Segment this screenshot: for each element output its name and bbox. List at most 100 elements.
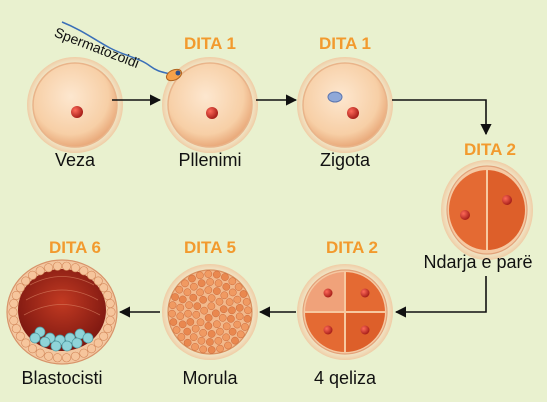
- morula-blastomere: [198, 337, 205, 344]
- stage-label-pllenimi: Pllenimi: [178, 150, 241, 171]
- trophoblast-cell: [87, 345, 95, 353]
- day-label-pllenimi: DITA 1: [184, 34, 236, 54]
- morula-blastomere: [187, 318, 194, 325]
- morula-blastomere: [226, 298, 233, 305]
- morula-blastomere: [208, 294, 215, 301]
- morula-blastomere: [229, 278, 236, 285]
- stage-label-4qeliza: 4 qeliza: [314, 368, 376, 389]
- trophoblast-cell: [94, 277, 102, 285]
- inner-cell-mass-cell: [51, 341, 61, 351]
- morula-blastomere: [208, 330, 215, 337]
- morula-blastomere: [168, 310, 175, 317]
- morula-blastomere: [181, 280, 188, 287]
- trophoblast-cell: [36, 267, 44, 275]
- morula-blastomere: [179, 296, 186, 303]
- inner-cell-mass-cell: [83, 333, 93, 343]
- trophoblast-cell: [10, 316, 18, 324]
- stage-label-morula: Morula: [182, 368, 237, 389]
- morula-blastomere: [241, 323, 248, 330]
- morula-blastomere: [205, 314, 212, 321]
- morula-blastomere: [213, 287, 220, 294]
- trophoblast-cell: [80, 349, 88, 357]
- morula-blastomere: [216, 345, 223, 352]
- day-label-zigota: DITA 1: [319, 34, 371, 54]
- morula-blastomere: [237, 331, 244, 338]
- trophoblast-cell: [44, 264, 52, 272]
- morula-blastomere: [190, 294, 197, 301]
- morula-blastomere: [185, 302, 192, 309]
- morula-blastomere: [216, 298, 223, 305]
- morula-blastomere: [196, 289, 203, 296]
- two-cell-embryo: [441, 160, 533, 260]
- arrow-zigota-ndarja: [392, 100, 486, 134]
- trophoblast-cell: [106, 299, 114, 307]
- morula-blastomere: [197, 319, 204, 326]
- trophoblast-cell: [99, 284, 107, 292]
- inner-cell-mass-cell: [72, 338, 82, 348]
- morula-blastomere: [208, 303, 215, 310]
- stage-label-veza: Veza: [55, 150, 95, 171]
- morula-blastomere: [244, 315, 251, 322]
- morula-blastomere: [184, 289, 191, 296]
- trophoblast-cell: [62, 262, 70, 270]
- nucleus: [71, 106, 83, 118]
- trophoblast-cell: [10, 299, 18, 307]
- morula-blastomere: [170, 318, 177, 325]
- morula-blastomere: [220, 306, 227, 313]
- blastocyst-cell: [7, 260, 117, 364]
- trophoblast-cell: [103, 324, 111, 332]
- morula-blastomere: [200, 346, 207, 353]
- morula-blastomere: [243, 298, 250, 305]
- morula-blastomere: [212, 310, 219, 317]
- stage-label-zigota: Zigota: [320, 150, 370, 171]
- stage-label-blastocisti: Blastocisti: [21, 368, 102, 389]
- morula-blastomere: [201, 307, 208, 314]
- morula-cell: [162, 264, 258, 360]
- zygote-cell: [297, 57, 393, 153]
- morula-blastomere: [231, 337, 238, 344]
- morula-blastomere: [205, 270, 212, 277]
- trophoblast-cell: [44, 352, 52, 360]
- day-label-4qeliza: DITA 2: [326, 238, 378, 258]
- trophoblast-cell: [22, 339, 30, 347]
- morula-blastomere: [173, 326, 180, 333]
- trophoblast-cell: [80, 267, 88, 275]
- morula-blastomere: [191, 343, 198, 350]
- morula-blastomere: [198, 280, 205, 287]
- morula-blastomere: [229, 328, 236, 335]
- inner-cell-mass-cell: [40, 337, 50, 347]
- morula-blastomere: [216, 328, 223, 335]
- day-label-blastocisti: DITA 6: [49, 238, 101, 258]
- morula-blastomere: [235, 283, 242, 290]
- morula-blastomere: [236, 313, 243, 320]
- morula-blastomere: [184, 310, 191, 317]
- morula-blastomere: [236, 304, 243, 311]
- morula-blastomere: [178, 333, 185, 340]
- trophoblast-cell: [16, 332, 24, 340]
- morula-blastomere: [177, 313, 184, 320]
- trophoblast-cell: [71, 352, 79, 360]
- morula-blastomere: [184, 339, 191, 346]
- morula-blastomere: [240, 290, 247, 297]
- day-label-morula: DITA 5: [184, 238, 236, 258]
- trophoblast-cell: [16, 284, 24, 292]
- trophoblast-cell: [12, 291, 20, 299]
- trophoblast-cell: [12, 324, 20, 332]
- morula-blastomere: [224, 342, 231, 349]
- morula-blastomere: [213, 271, 220, 278]
- morula-blastomere: [188, 275, 195, 282]
- trophoblast-cell: [28, 345, 36, 353]
- morula-blastomere: [228, 307, 235, 314]
- morula-blastomere: [205, 322, 212, 329]
- trophoblast-cell: [94, 339, 102, 347]
- trophoblast-cell: [9, 308, 17, 316]
- morula-blastomere: [223, 323, 230, 330]
- morula-blastomere: [221, 273, 228, 280]
- morula-blastomere: [196, 272, 203, 279]
- trophoblast-cell: [71, 264, 79, 272]
- four-cell-embryo: [297, 264, 393, 360]
- morula-blastomere: [244, 307, 251, 314]
- morula-blastomere: [221, 292, 228, 299]
- morula-blastomere: [234, 321, 241, 328]
